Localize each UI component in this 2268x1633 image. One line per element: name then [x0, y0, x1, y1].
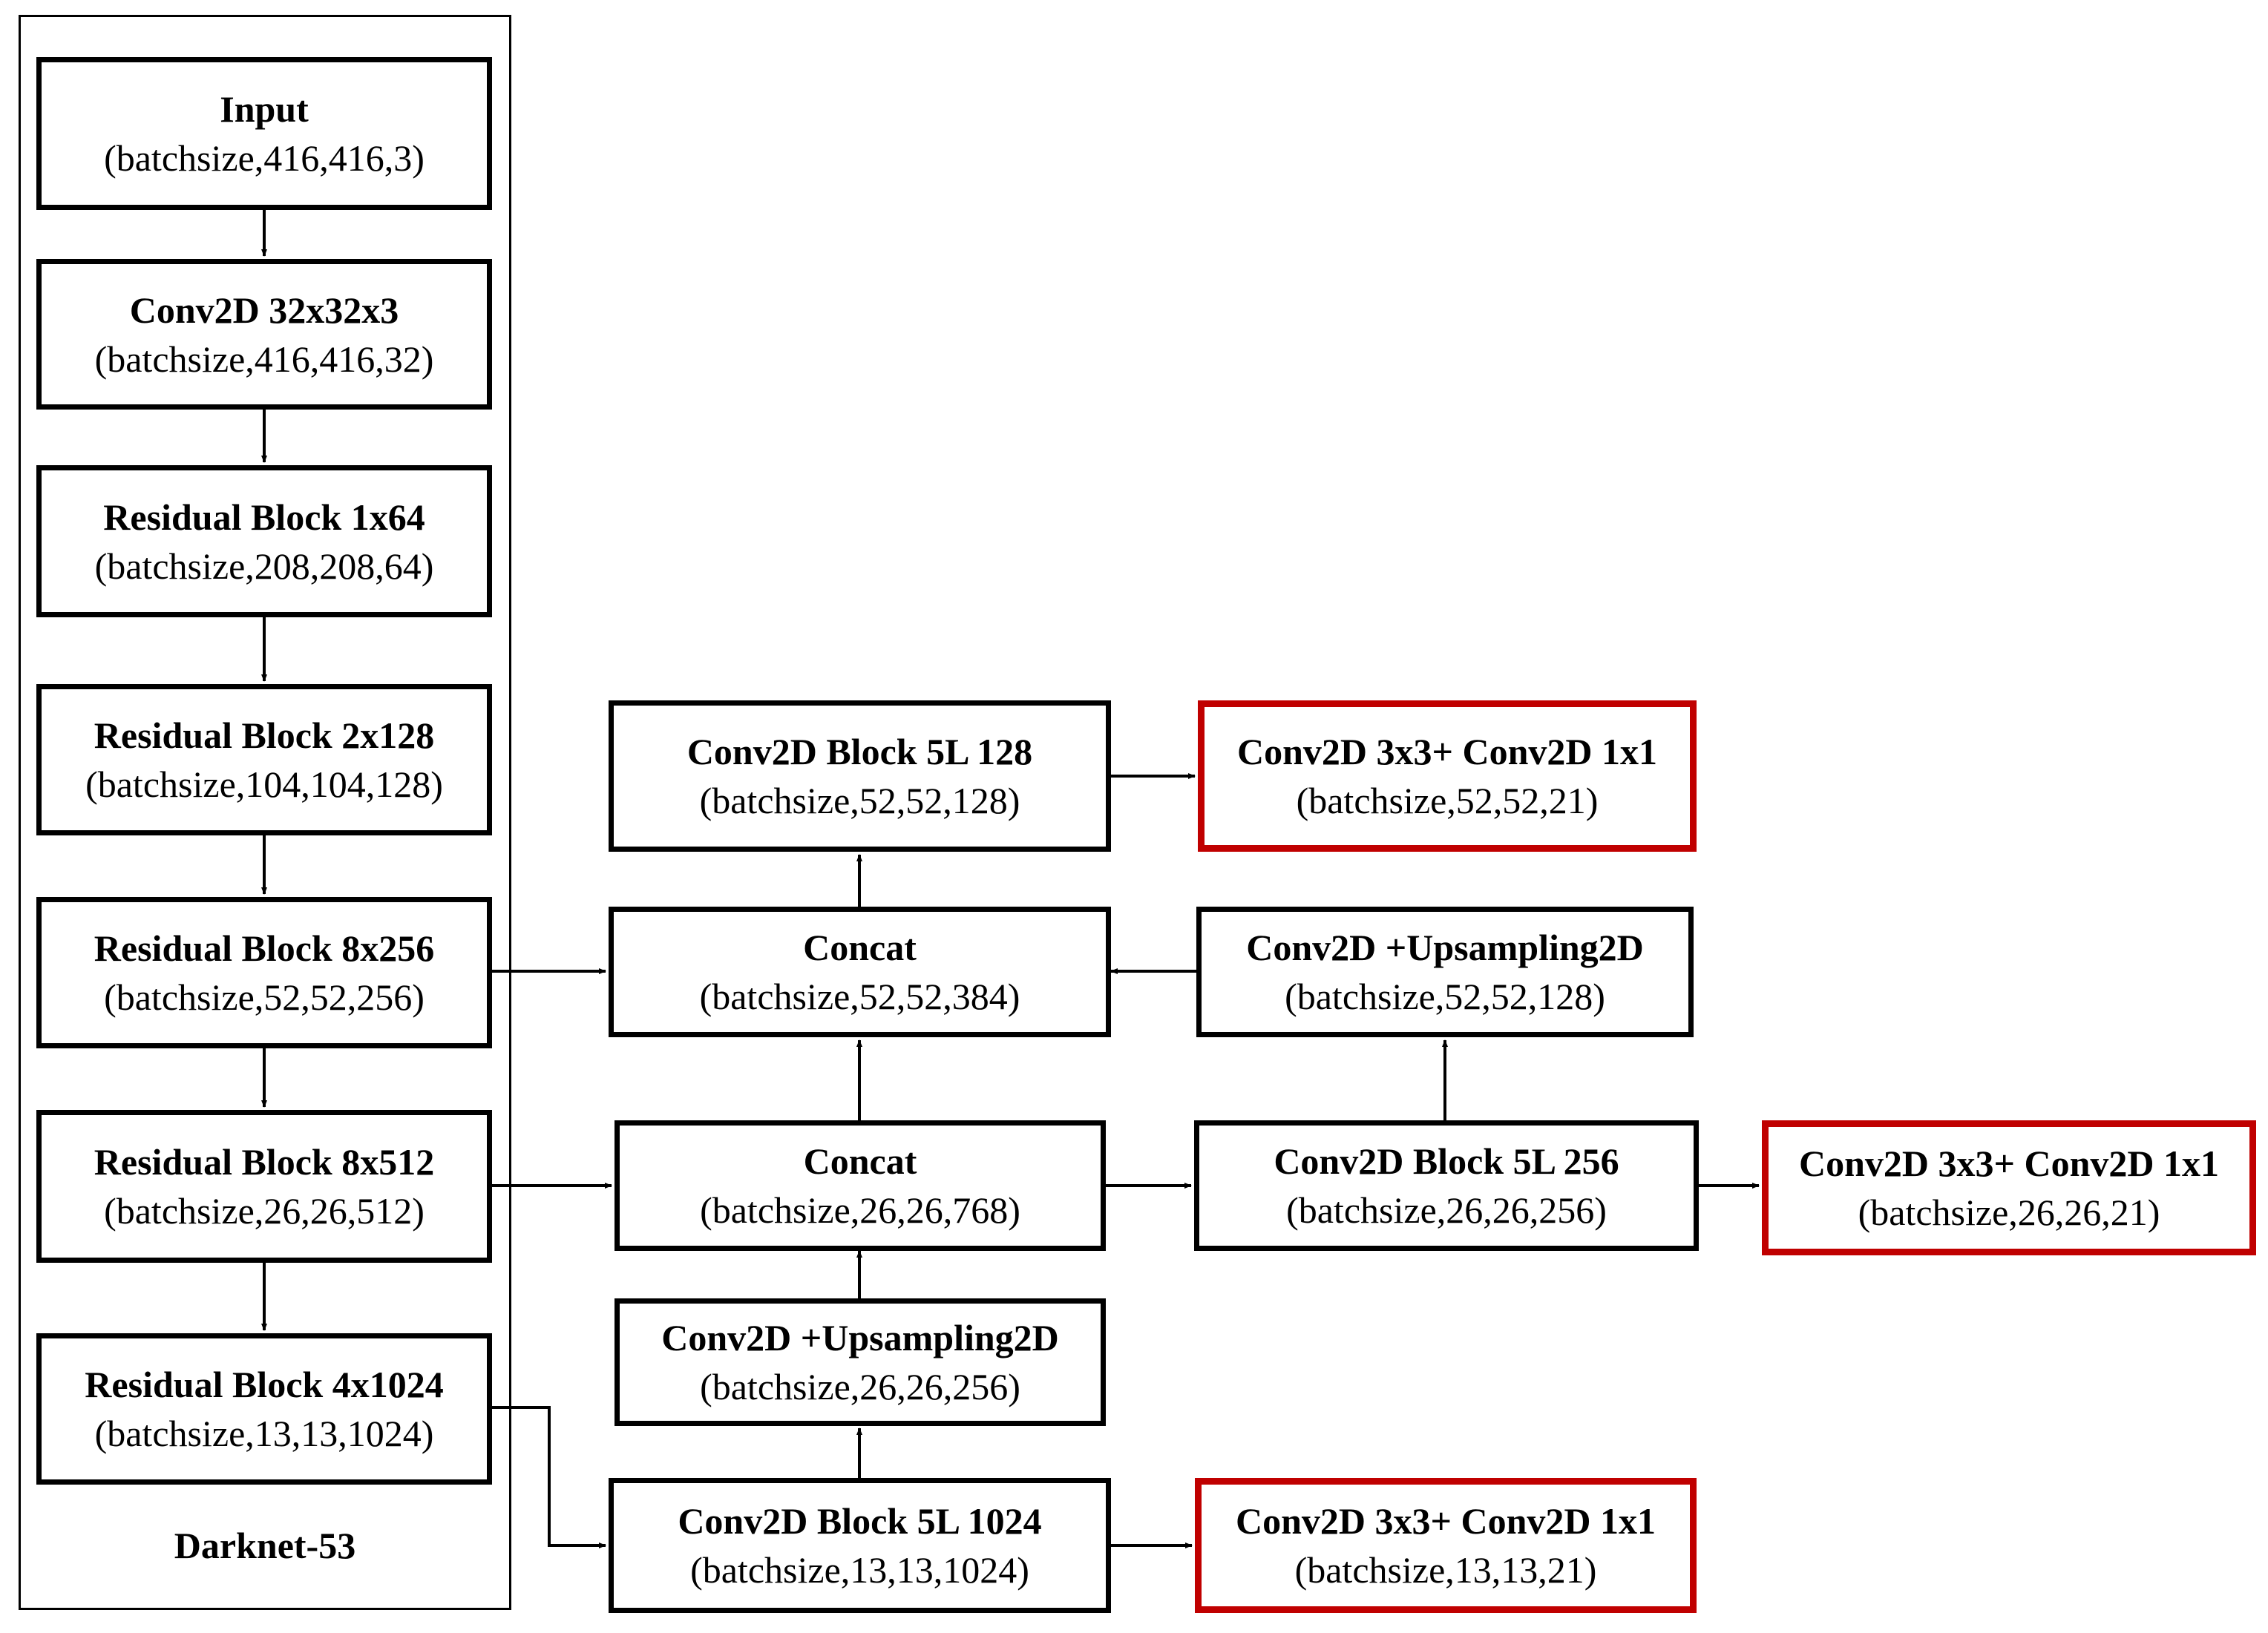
conv2d-block-5l-128-node[interactable]: Conv2D Block 5L 128 (batchsize,52,52,128… — [609, 700, 1111, 852]
node-shape: (batchsize,52,52,128) — [699, 780, 1020, 821]
darknet-53-frame — [19, 15, 511, 1610]
node-title: Conv2D Block 5L 256 — [1274, 1140, 1619, 1182]
output-head-52-node[interactable]: Conv2D 3x3+ Conv2D 1x1 (batchsize,52,52,… — [1198, 700, 1697, 852]
node-shape: (batchsize,13,13,1024) — [94, 1413, 434, 1454]
node-title: Conv2D 32x32x3 — [129, 289, 399, 331]
node-title: Conv2D +Upsampling2D — [661, 1317, 1059, 1358]
node-title: Residual Block 8x256 — [94, 927, 435, 969]
darknet-53-label: Darknet-53 — [174, 1525, 356, 1566]
conv2d-32-node[interactable]: Conv2D 32x32x3 (batchsize,416,416,32) — [36, 259, 492, 410]
node-title: Concat — [803, 927, 917, 968]
arrow-res1024-to-block1024 — [491, 1406, 606, 1548]
node-shape: (batchsize,52,52,384) — [699, 976, 1020, 1017]
node-title: Residual Block 2x128 — [94, 714, 435, 756]
concat-384-node[interactable]: Concat (batchsize,52,52,384) — [609, 907, 1111, 1037]
node-title: Residual Block 4x1024 — [85, 1364, 444, 1405]
node-shape: (batchsize,13,13,21) — [1294, 1549, 1597, 1591]
conv2d-upsampling-256-node[interactable]: Conv2D +Upsampling2D (batchsize,26,26,25… — [614, 1298, 1106, 1426]
node-title: Concat — [803, 1140, 917, 1182]
conv2d-block-5l-1024-node[interactable]: Conv2D Block 5L 1024 (batchsize,13,13,10… — [609, 1478, 1111, 1613]
node-title: Conv2D 3x3+ Conv2D 1x1 — [1798, 1143, 2220, 1184]
node-shape: (batchsize,26,26,256) — [700, 1366, 1020, 1407]
residual-block-8x512-node[interactable]: Residual Block 8x512 (batchsize,26,26,51… — [36, 1110, 492, 1263]
node-shape: (batchsize,26,26,21) — [1858, 1192, 2160, 1233]
node-title: Conv2D 3x3+ Conv2D 1x1 — [1236, 731, 1658, 772]
concat-768-node[interactable]: Concat (batchsize,26,26,768) — [614, 1120, 1106, 1251]
output-head-26-node[interactable]: Conv2D 3x3+ Conv2D 1x1 (batchsize,26,26,… — [1762, 1120, 2256, 1255]
residual-block-8x256-node[interactable]: Residual Block 8x256 (batchsize,52,52,25… — [36, 897, 492, 1048]
residual-block-4x1024-node[interactable]: Residual Block 4x1024 (batchsize,13,13,1… — [36, 1333, 492, 1485]
output-head-13-node[interactable]: Conv2D 3x3+ Conv2D 1x1 (batchsize,13,13,… — [1195, 1478, 1697, 1613]
node-shape: (batchsize,208,208,64) — [94, 545, 434, 587]
node-title: Residual Block 8x512 — [94, 1141, 435, 1183]
node-title: Conv2D Block 5L 128 — [686, 731, 1033, 772]
residual-block-2x128-node[interactable]: Residual Block 2x128 (batchsize,104,104,… — [36, 684, 492, 835]
node-shape: (batchsize,52,52,21) — [1296, 780, 1599, 821]
node-title: Residual Block 1x64 — [103, 496, 425, 538]
node-title: Input — [220, 88, 309, 130]
conv2d-block-5l-256-node[interactable]: Conv2D Block 5L 256 (batchsize,26,26,256… — [1194, 1120, 1699, 1251]
node-shape: (batchsize,26,26,256) — [1286, 1189, 1607, 1231]
node-shape: (batchsize,26,26,768) — [700, 1189, 1020, 1231]
node-shape: (batchsize,104,104,128) — [85, 763, 443, 805]
node-title: Conv2D 3x3+ Conv2D 1x1 — [1235, 1500, 1656, 1542]
input-node[interactable]: Input (batchsize,416,416,3) — [36, 57, 492, 210]
node-shape: (batchsize,52,52,256) — [104, 976, 425, 1018]
node-shape: (batchsize,52,52,128) — [1285, 976, 1605, 1017]
node-title: Conv2D Block 5L 1024 — [678, 1500, 1042, 1542]
node-shape: (batchsize,416,416,32) — [94, 338, 434, 380]
node-shape: (batchsize,13,13,1024) — [690, 1549, 1029, 1591]
node-title: Conv2D +Upsampling2D — [1246, 927, 1644, 968]
node-shape: (batchsize,416,416,3) — [104, 137, 425, 179]
node-shape: (batchsize,26,26,512) — [104, 1190, 425, 1232]
conv2d-upsampling-128-node[interactable]: Conv2D +Upsampling2D (batchsize,52,52,12… — [1196, 907, 1694, 1037]
residual-block-1x64-node[interactable]: Residual Block 1x64 (batchsize,208,208,6… — [36, 465, 492, 617]
